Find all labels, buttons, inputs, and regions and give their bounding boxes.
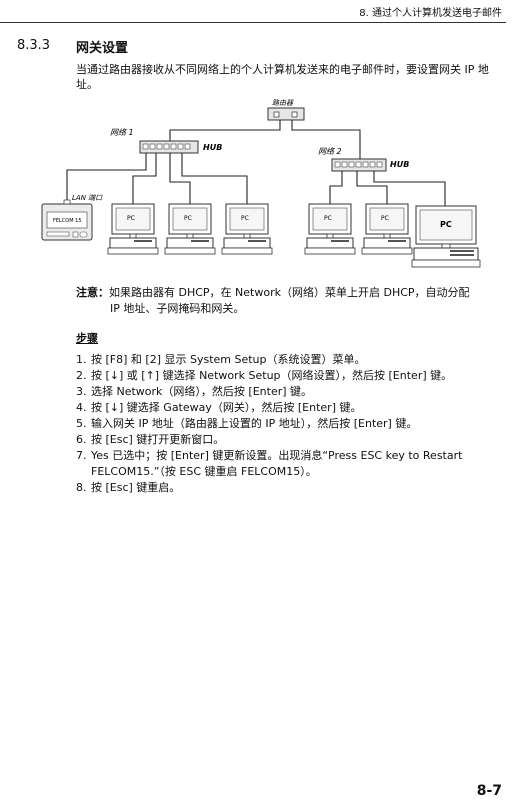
svg-text:PC: PC bbox=[381, 215, 389, 222]
network-diagram: 路由器 HUB 网络 1 HUB 网络 2 FEL bbox=[41, 99, 481, 268]
step-item: 8.按 [Esc] 键重启。 bbox=[76, 481, 181, 494]
steps-heading: 步骤 bbox=[76, 332, 98, 345]
running-header: 8. 通过个人计算机发送电子邮件 bbox=[359, 8, 502, 19]
intro-paragraph: 当通过路由器接收从不同网络上的个人计算机发送来的电子邮件时，要设置网关 IP 地… bbox=[76, 63, 489, 91]
router-device bbox=[267, 107, 305, 121]
step-item: 6.按 [Esc] 键打开更新窗口。 bbox=[76, 433, 225, 446]
felcom15-terminal bbox=[41, 199, 93, 241]
header-rule bbox=[0, 22, 506, 23]
network-2-label: 网络 2 bbox=[318, 147, 342, 156]
pc-1: PC bbox=[107, 203, 159, 255]
step-item: 2.按 [↓] 或 [↑] 键选择 Network Setup（网络设置），然后… bbox=[76, 369, 453, 382]
pc-3: PC bbox=[221, 203, 273, 255]
step-item: 7.Yes 已选中；按 [Enter] 键更新设置。出现消息“Press ESC… bbox=[76, 449, 463, 478]
pc-6-large: PC bbox=[411, 205, 481, 268]
note-line-2: IP 地址、子网掩码和网关。 bbox=[110, 302, 245, 315]
section-title: 网关设置 bbox=[76, 41, 129, 56]
step-item: 5.输入网关 IP 地址（路由器上设置的 IP 地址），然后按 [Enter] … bbox=[76, 417, 418, 430]
network-cables bbox=[66, 120, 446, 206]
pc-2: PC bbox=[164, 203, 216, 255]
svg-text:PC: PC bbox=[241, 215, 249, 222]
step-item: 3.选择 Network（网络），然后按 [Enter] 键。 bbox=[76, 385, 313, 398]
svg-text:PC: PC bbox=[440, 220, 452, 229]
hub-2-label: HUB bbox=[390, 160, 409, 169]
step-item: 4.按 [↓] 键选择 Gateway（网关），然后按 [Enter] 键。 bbox=[76, 401, 362, 414]
pc-5: PC bbox=[361, 203, 413, 255]
lan-port-label: LAN 端口 bbox=[72, 194, 103, 202]
hub-1 bbox=[139, 140, 199, 154]
pc-4: PC bbox=[304, 203, 356, 255]
svg-text:PC: PC bbox=[324, 215, 332, 222]
felcom15-label: FELCOM 15 bbox=[53, 218, 82, 224]
hub-1-label: HUB bbox=[203, 143, 222, 152]
svg-text:PC: PC bbox=[184, 215, 192, 222]
hub-2 bbox=[331, 158, 387, 172]
section-number: 8.3.3 bbox=[17, 38, 51, 53]
note-label: 注意： bbox=[76, 286, 109, 299]
network-1-label: 网络 1 bbox=[110, 128, 134, 137]
note-line-1: 如果路由器有 DHCP，在 Network（网络）菜单上开启 DHCP，自动分配 bbox=[109, 286, 470, 299]
step-item: 1.按 [F8] 和 [2] 显示 System Setup（系统设置）菜单。 bbox=[76, 353, 366, 366]
page-number: 8-7 bbox=[476, 783, 502, 799]
steps-list: 1.按 [F8] 和 [2] 显示 System Setup（系统设置）菜单。 … bbox=[76, 352, 502, 496]
svg-text:PC: PC bbox=[127, 215, 135, 222]
router-label: 路由器 bbox=[272, 99, 294, 107]
note-block: 注意：如果路由器有 DHCP，在 Network（网络）菜单上开启 DHCP，自… bbox=[76, 285, 502, 317]
